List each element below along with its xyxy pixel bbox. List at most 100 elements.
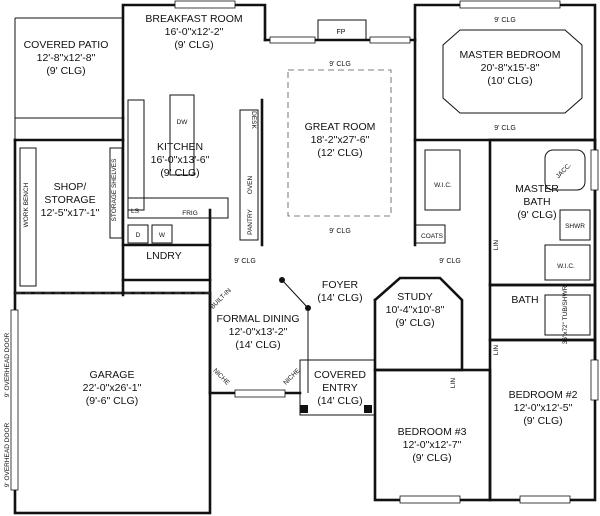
ceiling-note: 9' CLG [439,258,461,265]
kitchen-island [169,94,195,176]
ceiling-note: 9' CLG [329,61,351,68]
coats-closet [414,224,446,244]
ceiling-note: 9' CLG [329,228,351,235]
window [519,495,571,504]
work-bench [19,147,37,287]
covered-patio-label-line: COVERED PATIO [24,39,109,51]
built-in-label: BUILT-IN [209,287,233,311]
kitchen-counter-left [127,99,145,211]
linen-label: LIN [493,345,500,355]
great-room-label-line: GREAT ROOM [305,121,376,133]
lazy-susan-label: LS [131,208,140,215]
bath-label-line: BATH [511,294,538,306]
oven-label: OVEN [247,175,254,194]
great-room-tray [287,69,392,217]
master-bath-label-line: MASTER [515,183,559,195]
window [399,495,461,504]
dryer-label: D [136,232,141,239]
kitchen-counter-bottom [127,197,229,219]
overhead-door-label: 9' OVERHEAD DOOR [4,332,11,397]
window [590,149,599,191]
window [590,359,599,401]
covered-patio-label-line: (9' CLG) [46,65,85,77]
master-wic [424,149,461,211]
master-bath-label-line: (9' CLG) [517,209,556,221]
storage-shelves [109,147,123,239]
storage-shelves-label: STORAGE SHELVES [111,158,118,222]
desk-label: DESK [250,111,257,129]
bedroom-2-label-line: (9' CLG) [523,415,562,427]
study-label-line: STUDY [397,291,433,303]
covered-entry-label-line: ENTRY [322,382,357,394]
window [459,0,561,9]
master-bedroom-label-line: (10' CLG) [487,75,532,87]
dishwasher-label: DW [177,119,189,126]
covered-patio-label-line: 12'-8"x12'-8" [37,52,96,64]
foyer-label-line: FOYER [322,279,359,291]
bath-wic-label: W.I.C. [557,263,575,270]
covered-entry-label-line: (14' CLG) [317,395,362,407]
niche-label: NICHE [282,367,302,387]
master-bedroom-label-line: MASTER BEDROOM [460,49,561,61]
walls [13,3,597,515]
great-room-label-line: (12' CLG) [317,147,362,159]
shop-storage-label-line: SHOP/ [54,181,87,193]
study-label-line: 10'-4"x10'-8" [386,304,445,316]
great-room-label-line: 18'-2"x27'-6" [311,134,370,146]
jacuzzi-tub [544,149,586,191]
coats-label: COATS [421,233,444,240]
ceiling-note: 9' CLG [494,17,516,24]
breakfast-room-label-line: 16'-0"x12'-2" [165,26,224,38]
bath-wic [544,244,591,281]
kitchen-label-line: KITCHEN [157,141,203,153]
master-bedroom-label-line: 20'-8"x15'-8" [481,62,540,74]
foyer-label-line: (14' CLG) [317,292,362,304]
formal-dining-label-line: FORMAL DINING [216,313,299,325]
fireplace-label: FP [337,29,346,36]
shower-label: SHWR [565,223,585,230]
window [369,36,411,44]
formal-dining-label-line: (14' CLG) [235,339,280,351]
frig-label: FRIG [182,210,198,217]
kitchen-label-line: 16'-0"x13'-6" [151,154,210,166]
shower [559,209,591,241]
shop-storage-label-line: STORAGE [44,194,95,206]
kitchen-label-line: (9' CLG) [160,167,199,179]
tub-shower [544,294,591,336]
breakfast-room-label-line: BREAKFAST ROOM [145,13,242,25]
bedroom-2-label-line: BEDROOM #2 [509,389,578,401]
windows [10,0,599,504]
entry-post [364,405,372,413]
study-label-line: (9' CLG) [395,317,434,329]
master-tray-ceiling [442,29,583,114]
bedroom-3-label-line: 12'-0"x12'-7" [403,439,462,451]
garage-label-line: (9'-6" CLG) [86,395,138,407]
washer [151,224,173,244]
linen-label: LIN [493,240,500,250]
bedroom-3-label-line: (9' CLG) [412,452,451,464]
bedroom-2-label-line: 12'-0"x12'-5" [514,402,573,414]
tub-shower-label: 36"x72" TUB/SHWR [562,285,569,344]
garage-label-line: GARAGE [90,369,135,381]
column [279,277,285,283]
formal-dining-label-line: 12'-0"x13'-2" [229,326,288,338]
oven-pantry-cabinet [239,109,259,241]
pantry-label: PANTRY [247,208,254,234]
ceiling-note: 9' CLG [234,258,256,265]
bath-walls [488,283,597,342]
dryer [127,224,149,244]
entry-post [300,405,308,413]
breakfast-room-label-line: (9' CLG) [174,39,213,51]
master-wic-label: W.I.C. [434,182,452,189]
fixture-labels: FP 9' CLG 9' CLG 9' CLG 9' CLG 9' CLG 9'… [4,17,585,487]
master-bath-walls [488,138,597,287]
washer-label: W [159,232,166,239]
overhead-door-opening [10,309,19,491]
garage-label-line: 22'-0"x26'-1" [83,382,142,394]
work-bench-label: WORK BENCH [23,182,30,227]
master-bath-label-line: BATH [523,196,550,208]
window [269,36,316,44]
bedroom-3-label-line: BEDROOM #3 [398,426,467,438]
